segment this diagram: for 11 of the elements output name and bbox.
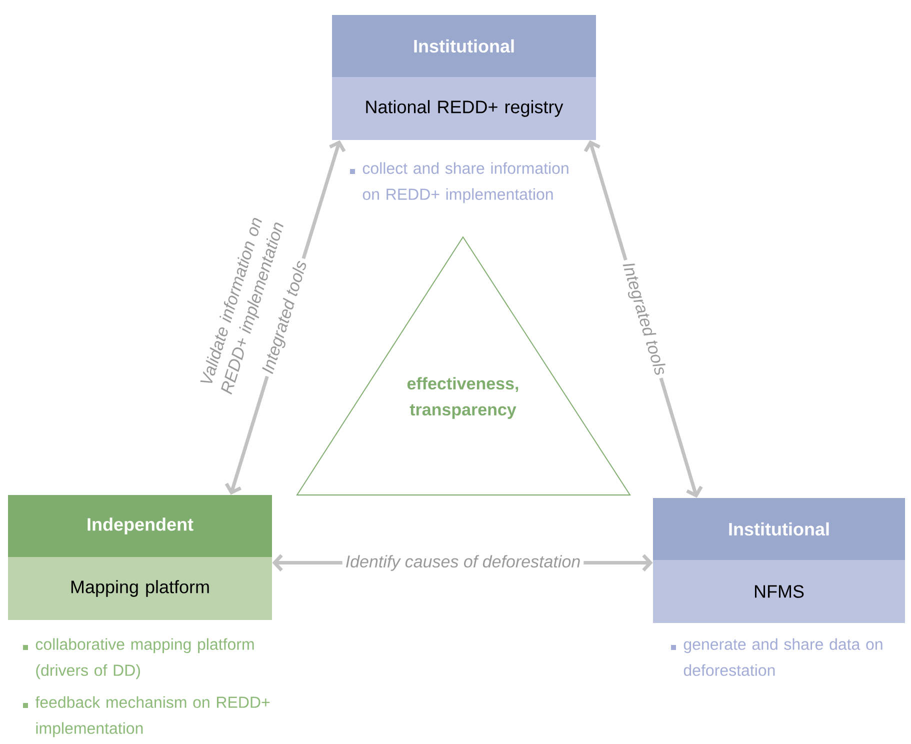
node-label: Institutional (729, 522, 829, 536)
bullet-text: collect and share information on REDD+ implementation (350, 162, 568, 204)
bullet-text: generate and share data on deforestation (671, 638, 882, 676)
process-box: Institutional NFMS (653, 498, 905, 623)
bullet-text: feedback mechanism on REDD+ implementation (23, 696, 270, 738)
bullet-text: collaborative mapping platform (drivers of DD) (23, 638, 254, 680)
node-label: Institutional (414, 39, 514, 53)
edge-label: Identify causes of deforestation (342, 552, 584, 574)
node-label: Independent (88, 518, 194, 534)
process-box: Institutional National REDD+ registry (332, 15, 596, 140)
process-box: Independent Mapping platform (8, 495, 272, 620)
